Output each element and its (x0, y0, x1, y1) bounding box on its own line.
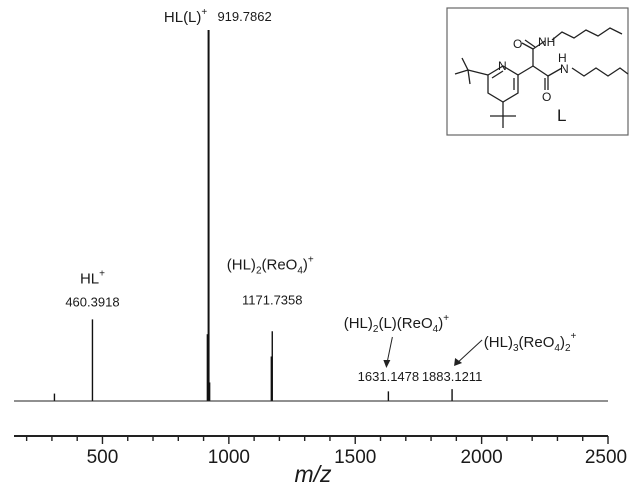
atom-o-bottom: O (542, 90, 551, 104)
ion-label-part: (HL) (484, 334, 513, 351)
atom-o-top: O (513, 37, 522, 51)
ligand-structure-drawing (454, 27, 629, 128)
inset-label: L (557, 106, 566, 125)
x-axis-ticks: 500 1000 1500 2000 2500 (25, 436, 627, 468)
x-tick-label: 1500 (334, 447, 376, 468)
ion-label-part: 2 (256, 265, 262, 276)
x-tick-label: 2500 (585, 447, 627, 468)
peak-ion-label: (HL)3(ReO4)2+ (484, 331, 577, 354)
atom-n-amide: N (560, 62, 569, 76)
ion-label-part: HL (80, 270, 99, 287)
ion-label-part: HL(L) (164, 9, 202, 26)
ligand-structure-inset: O NH N H N O L (446, 7, 629, 136)
ion-label-part: (ReO (262, 256, 298, 273)
ion-label-part: 2 (373, 324, 379, 335)
ion-label-part: 4 (554, 343, 560, 354)
peak-ion-label: (HL)2(L)(ReO4)+ (344, 313, 449, 335)
inset-frame (446, 7, 629, 136)
x-axis-title: m/z (294, 461, 332, 487)
atom-h-amide: H (558, 51, 567, 65)
ion-label-part: ) (560, 334, 565, 351)
ion-label-part: 4 (433, 324, 439, 335)
ion-label-part: + (571, 331, 577, 342)
ion-label-part: + (201, 7, 207, 18)
ion-label-part: (L)(ReO (378, 315, 432, 332)
annotation-arrow (455, 339, 483, 365)
ion-label-part: ) (303, 256, 308, 273)
atom-nh-top: NH (538, 35, 555, 49)
peak-mass-label: 919.7862 (217, 9, 271, 24)
annotation-arrowhead (383, 360, 391, 368)
ion-label-part: 3 (513, 343, 519, 354)
x-axis: 500 1000 1500 2000 2500 (14, 435, 627, 468)
peak-mass-label: 1171.7358 (242, 292, 303, 307)
x-tick-label: 2000 (460, 447, 502, 468)
x-tick-label: 500 (87, 447, 119, 468)
annotation-arrowhead (454, 358, 463, 366)
peak-ion-label: (HL)2(ReO4)+ (227, 254, 314, 276)
peak-mass-label: 460.3918 (65, 294, 119, 309)
atom-n-ring: N (498, 59, 507, 73)
ion-label-part: (HL) (344, 315, 373, 332)
peak-layer (53, 30, 453, 401)
peak-ion-label: HL(L)+ (164, 7, 208, 26)
ion-label-part: 2 (565, 343, 571, 354)
annotation-layer: 460.3918HL+919.7862HL(L)+1171.7358(HL)2(… (65, 7, 576, 384)
ion-label-part: ) (438, 315, 443, 332)
peak-ion-label: HL+ (80, 268, 105, 287)
ion-label-part: 4 (297, 265, 303, 276)
x-tick-label: 1000 (208, 447, 250, 468)
ion-label-part: (ReO (519, 334, 555, 351)
ion-label-part: + (443, 313, 449, 324)
peak-mass-label: 1631.1478 (358, 369, 419, 384)
peak-mass-label: 1883.1211 (422, 369, 483, 384)
ion-label-part: (HL) (227, 256, 256, 273)
ion-label-part: + (308, 254, 314, 265)
ion-label-part: + (99, 268, 105, 279)
